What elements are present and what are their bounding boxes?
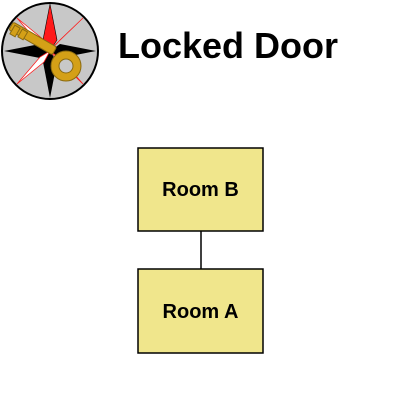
page-title: Locked Door: [118, 25, 339, 66]
room-a-box[interactable]: [137, 268, 264, 354]
room-b-node[interactable]: Room B: [137, 147, 264, 232]
room-b-label: Room B: [162, 179, 239, 201]
room-a-node[interactable]: Room A: [137, 268, 264, 354]
room-b-box[interactable]: [137, 147, 264, 232]
key-compass-icon: [1, 2, 99, 100]
room-a-label: Room A: [163, 301, 239, 323]
